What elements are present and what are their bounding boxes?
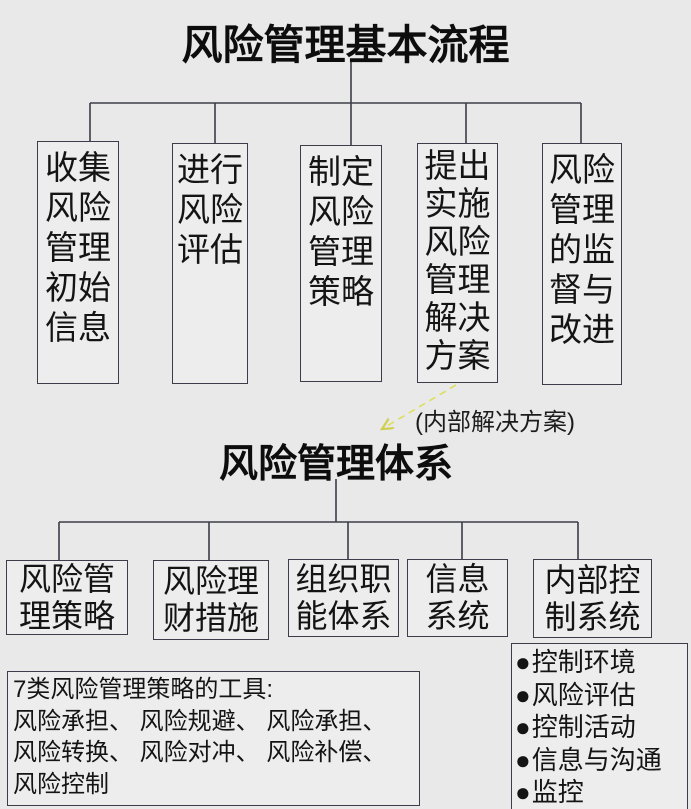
control-item-label: 控制环境 [531, 647, 636, 677]
control-list-item: ● 控制环境 [515, 646, 684, 679]
control-list-item: ● 监控 [515, 776, 684, 809]
system-component-information-system: 信息 系统 [407, 559, 508, 637]
control-item-label: 控制活动 [531, 712, 636, 742]
bullet-icon: ● [515, 777, 531, 807]
internal-solution-note: (内部解决方案) [415, 409, 575, 436]
tools-note-heading: 7类风险管理策略的工具: [13, 676, 274, 703]
tools-note-line: 风险控制 [13, 770, 109, 798]
system-component-strategy: 风险管 理策略 [6, 560, 128, 635]
bullet-icon: ● [515, 744, 531, 775]
control-item-label: 信息与沟通 [531, 744, 662, 775]
bullet-icon: ● [515, 712, 531, 742]
process-step-management-strategy: 制定 风险 管理 策略 [300, 145, 382, 382]
process-section-title: 风险管理基本流程 [181, 22, 510, 68]
bullet-icon: ● [515, 679, 531, 710]
tools-note-line: 风险转换、 风险对冲、 风险补偿、 [13, 739, 387, 766]
system-component-financial-measures: 风险理 财措施 [153, 560, 269, 640]
bullet-icon: ● [515, 647, 531, 677]
process-step-collect-info: 收集 风险 管理 初始 信息 [37, 141, 119, 384]
system-component-internal-control: 内部控 制系统 [533, 559, 652, 638]
control-list-item: ● 信息与沟通 [515, 744, 684, 777]
process-step-risk-assessment: 进行 风险 评估 [172, 143, 248, 384]
tools-note-line: 风险承担、 风险规避、 风险承担、 [13, 707, 387, 735]
system-tree-connector [58, 479, 579, 560]
internal-control-list: ● 控制环境 ● 风险评估 ● 控制活动 ● 信息与沟通 ● 监控 [511, 643, 688, 809]
process-tree-connector [89, 59, 582, 145]
strategy-tools-note: 7类风险管理策略的工具: 风险承担、 风险规避、 风险承担、 风险转换、 风险对… [7, 671, 420, 806]
control-list-item: ● 控制活动 [515, 711, 684, 744]
control-item-label: 风险评估 [531, 679, 636, 710]
process-step-implement-solution: 提出 实施 风险 管理 解决 方案 [417, 143, 498, 383]
system-section-title: 风险管理体系 [218, 443, 453, 486]
control-list-item: ● 风险评估 [515, 679, 684, 712]
system-component-organization: 组织职 能体系 [288, 559, 399, 637]
control-item-label: 监控 [531, 777, 584, 807]
process-step-supervision-improvement: 风险 管理 的监 督与 改进 [542, 143, 622, 385]
